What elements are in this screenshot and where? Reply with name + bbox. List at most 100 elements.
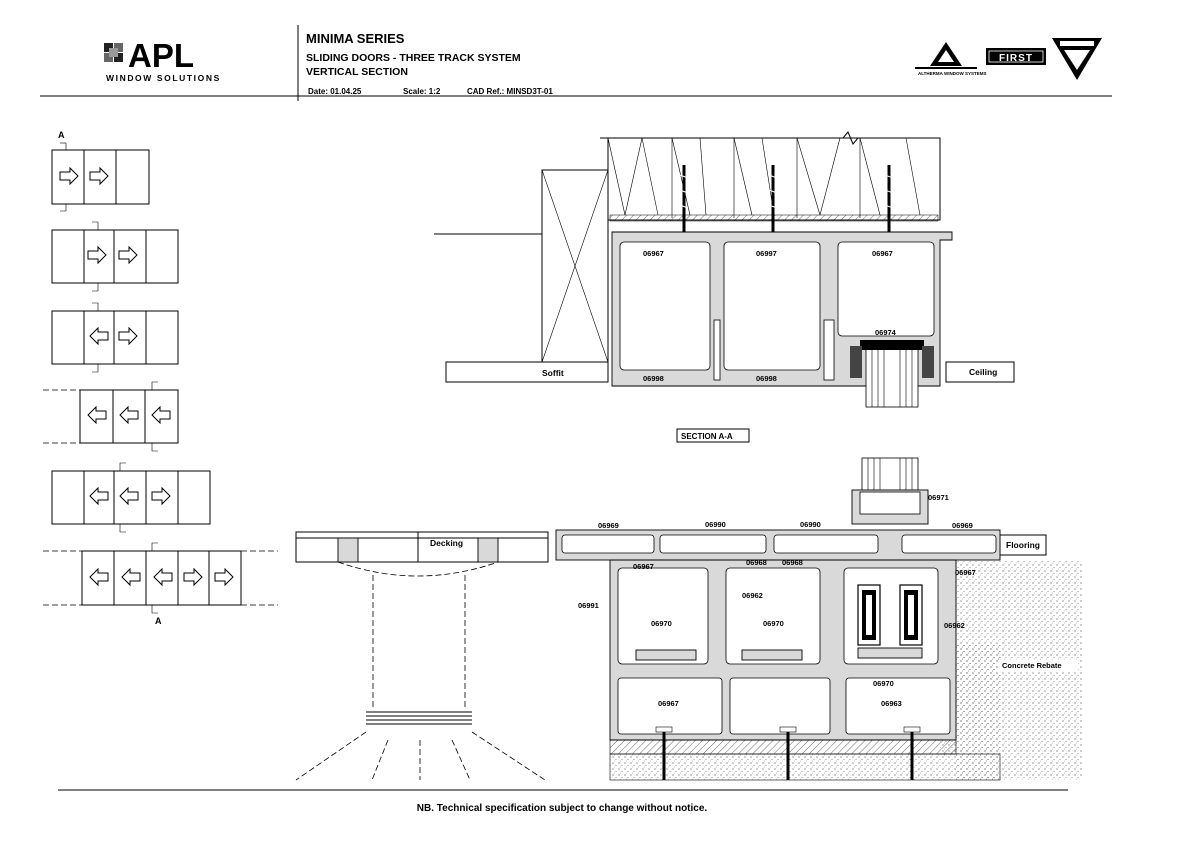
head-detail: Soffit Ceiling 06967 06997 06967 06998 0… — [434, 131, 1015, 408]
fixing-screw-icon — [768, 165, 778, 240]
sill-detail: Flooring Concrete Rebate — [555, 457, 1082, 781]
part-code: 06990 — [800, 520, 821, 529]
packer-strip — [609, 739, 957, 755]
slide-arrow-icon — [214, 567, 234, 587]
brush-seal — [850, 346, 862, 378]
slide-arrow-icon — [151, 486, 171, 506]
soffit-label: Soffit — [542, 368, 564, 378]
config-bi-parting: A — [43, 542, 278, 626]
fixing-screw-icon — [779, 726, 797, 780]
sill-base-chamber-2 — [729, 677, 831, 735]
apl-logo: APL WINDOW SOLUTIONS — [104, 37, 221, 83]
part-code: 06971 — [928, 493, 949, 502]
apl-logo-subtitle: WINDOW SOLUTIONS — [106, 73, 221, 83]
brush-seal — [922, 346, 934, 378]
fixing-screw-icon — [655, 726, 673, 780]
ceiling-label: Ceiling — [969, 367, 997, 377]
part-code: 06991 — [578, 601, 599, 610]
sill-track-chamber-2 — [725, 567, 821, 665]
altherma-logo-text: ALTHERMA WINDOW SYSTEMS — [918, 71, 987, 76]
slide-arrow-icon — [151, 405, 171, 425]
config-4-panel-a — [51, 221, 179, 292]
head-web — [823, 319, 835, 381]
configuration-diagrams: A — [43, 130, 278, 626]
footer-note: NB. Technical specification subject to c… — [417, 803, 708, 814]
part-code: 06962 — [944, 621, 965, 630]
slide-arrow-icon — [121, 567, 141, 587]
slide-arrow-icon — [183, 567, 203, 587]
fixing-screw-icon — [884, 165, 894, 240]
triangle-badge-logo — [1052, 38, 1102, 80]
section-mark-a-bottom: A — [155, 616, 162, 626]
slide-arrow-icon — [87, 245, 107, 265]
roller-rail — [741, 649, 803, 661]
config-pocket-right — [43, 381, 179, 452]
series-title: MINIMA SERIES — [306, 31, 405, 46]
slide-arrow-icon — [89, 326, 109, 346]
part-code: 06968 — [746, 558, 767, 567]
apl-logo-mark — [104, 43, 123, 62]
roller-rail — [635, 649, 697, 661]
first-logo: FIRST — [986, 48, 1046, 65]
slide-arrow-icon — [87, 405, 107, 425]
part-code: 06998 — [756, 374, 777, 383]
head-track-chamber-1 — [619, 241, 711, 371]
drawing-scale: Scale: 1:2 — [403, 87, 441, 96]
part-code: 06990 — [705, 520, 726, 529]
part-code: 06962 — [742, 591, 763, 600]
section-mark-a-top: A — [58, 130, 65, 140]
roller-icon — [857, 584, 881, 646]
slide-arrow-icon — [118, 245, 138, 265]
section-label: SECTION A-A — [681, 432, 733, 441]
slide-arrow-icon — [89, 166, 109, 186]
part-code: 06967 — [643, 249, 664, 258]
slide-arrow-icon — [119, 486, 139, 506]
head-gasket — [860, 340, 924, 350]
fixing-screw-icon — [903, 726, 921, 780]
decking-board — [295, 531, 549, 563]
glazing-channel — [859, 491, 921, 515]
view-title: VERTICAL SECTION — [306, 66, 408, 78]
slide-arrow-icon — [118, 326, 138, 346]
glass-unit-head — [865, 344, 919, 408]
slide-arrow-icon — [89, 567, 109, 587]
part-code: 06969 — [952, 521, 973, 530]
product-title: SLIDING DOORS - THREE TRACK SYSTEM — [306, 52, 521, 64]
first-logo-text: FIRST — [999, 53, 1033, 64]
sill-base-chamber-1 — [617, 677, 723, 735]
config-3-panel-left: A — [51, 130, 150, 212]
part-code: 06968 — [782, 558, 803, 567]
part-code: 06963 — [881, 699, 902, 708]
soffit-board — [445, 361, 609, 383]
slide-arrow-icon — [59, 166, 79, 186]
drawing-date: Date: 01.04.25 — [308, 87, 362, 96]
part-code: 06970 — [651, 619, 672, 628]
head-track-chamber-3 — [837, 241, 935, 337]
config-4-panel-b — [51, 302, 179, 373]
ceiling-board — [945, 361, 1015, 383]
roller-rail — [857, 647, 923, 659]
altherma-logo: ALTHERMA WINDOW SYSTEMS — [915, 42, 987, 76]
pedestal-thread — [366, 711, 472, 725]
head-track-chamber-2 — [723, 241, 821, 371]
flooring-label: Flooring — [1006, 540, 1040, 550]
part-code: 06967 — [955, 568, 976, 577]
part-code: 06967 — [872, 249, 893, 258]
part-code: 06970 — [763, 619, 784, 628]
pedestal-bracket — [477, 537, 499, 563]
part-code: 06969 — [598, 521, 619, 530]
slab — [609, 753, 1001, 781]
part-code: 06998 — [643, 374, 664, 383]
sill-base-chamber-3 — [845, 677, 951, 735]
slide-arrow-icon — [89, 486, 109, 506]
part-code: 06997 — [756, 249, 777, 258]
part-code: 06967 — [633, 562, 654, 571]
concrete-label: Concrete Rebate — [1002, 661, 1062, 670]
fixing-screw-icon — [679, 165, 689, 240]
roller-icon — [899, 584, 923, 646]
part-code: 06967 — [658, 699, 679, 708]
apl-logo-text: APL — [128, 37, 194, 74]
slide-arrow-icon — [153, 567, 173, 587]
head-web — [713, 319, 721, 381]
